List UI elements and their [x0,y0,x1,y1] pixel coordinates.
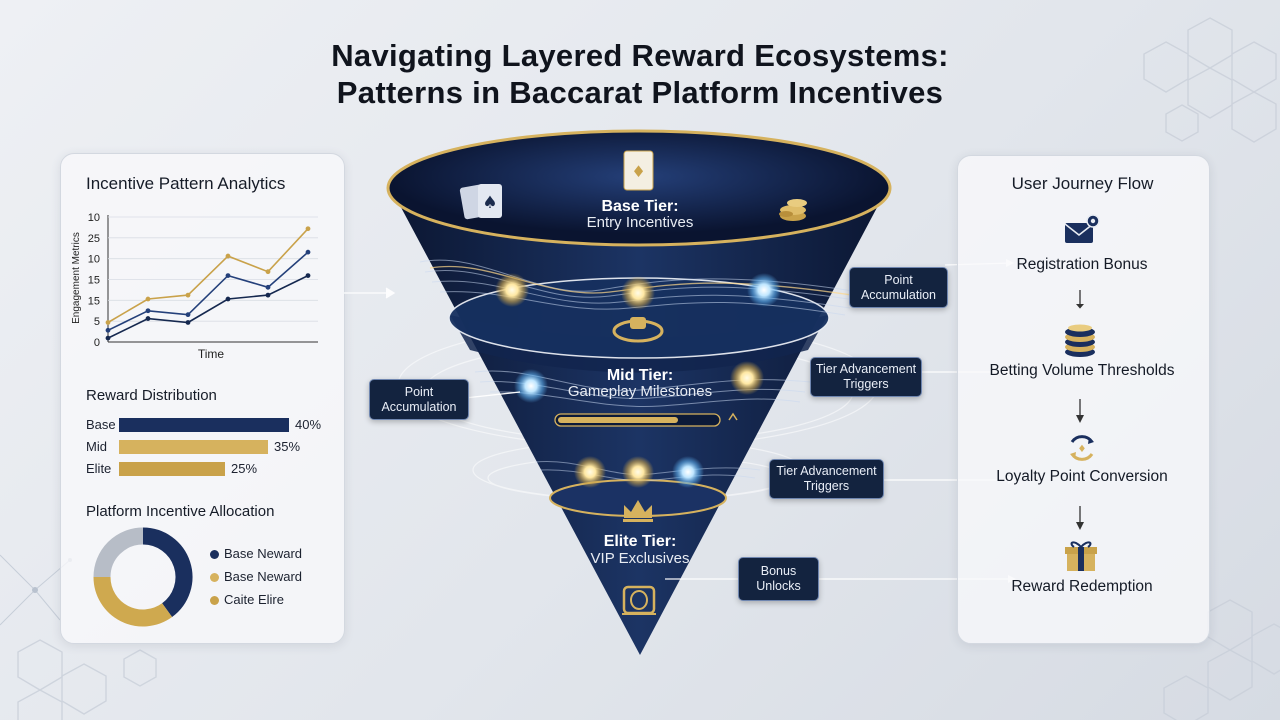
series-point [305,226,311,232]
y-tick-label: 10 [88,212,100,224]
svg-text:♦: ♦ [1078,444,1087,455]
base-tier-sub: Entry Incentives [586,214,694,231]
legend-swatch [210,550,219,559]
crown-icon [623,500,653,522]
mid-tier-name: Mid Tier: [606,367,674,384]
journey-step-1: Registration Bonus [1016,256,1148,273]
journey-step-3: Loyalty Point Conversion [996,468,1168,485]
y-tick-label: 15 [88,275,100,287]
series-point [105,335,111,341]
donut-chart [93,527,193,627]
line-chart: 10 25 10 15 15 5 0 Engagement Metrics Time [71,212,318,361]
gold-coins-icon [779,199,807,221]
bar-base [119,418,289,432]
journey-arrow-3 [1076,506,1084,530]
y-tick-label: 0 [94,337,100,349]
svg-text:♦: ♦ [631,162,645,181]
bar-value: 25% [231,461,258,476]
playing-cards-icon: ♠ [459,184,502,220]
series-point [265,269,271,275]
series-line-0 [107,228,309,324]
donut-title: Platform Incentive Allocation [86,503,275,520]
series-point [305,273,311,278]
glow-nodes [495,273,781,488]
bar-label: Mid [86,439,107,454]
y-tick-label: 10 [88,254,100,266]
series-point [225,253,231,259]
line-chart-xlabel: Time [198,347,225,361]
series-point [145,296,151,302]
legend-label: Base Neward [224,569,303,584]
series-point [145,308,151,314]
bar-label: Base [86,417,116,432]
legend-swatch [210,596,219,605]
bar-mid [119,440,268,454]
legend-swatch [210,573,219,582]
cycle-arrows-icon: ♦ [1070,435,1094,461]
series-point [105,327,111,333]
series-point [105,320,111,325]
page-title-line-2: Patterns in Baccarat Platform Incentives [336,75,944,110]
donut-slice-2 [93,527,144,578]
bar-chart-title: Reward Distribution [86,387,217,404]
point-accumulation-callout-left: Point Accumulation [369,379,469,420]
baccarat-table-icon [612,317,664,343]
coin-stack-icon [1065,324,1095,357]
legend-label: Caite Elire [224,592,284,607]
bar-value: 35% [274,439,301,454]
y-tick-label: 25 [88,233,100,245]
vip-vault-icon [622,585,656,615]
bonus-unlocks-callout: Bonus Unlocks [738,557,819,601]
donut-slice-0 [142,527,193,618]
series-point [185,312,191,318]
donut-slice-1 [93,576,173,627]
journey-arrows [1076,290,1084,309]
series-point [185,292,191,298]
series-line-1 [107,251,309,332]
series-point [185,320,191,325]
journey-step-4: Reward Redemption [1011,578,1153,595]
elite-tier-name: Elite Tier: [603,533,677,550]
bar-elite [119,462,225,476]
journey-arrow-2 [1076,399,1084,423]
gift-icon [1065,541,1097,571]
elite-tier-sub: VIP Exclusives [590,550,690,567]
tier-advancement-callout-2: Tier Advancement Triggers [769,459,884,499]
line-chart-ylabel: Engagement Metrics [71,232,82,324]
journey-title: User Journey Flow [1011,174,1154,193]
tier-advancement-callout-1: Tier Advancement Triggers [810,357,922,397]
series-point [265,284,271,290]
mid-tier-sub: Gameplay Milestones [567,383,713,400]
series-point [305,249,311,255]
base-tier-name: Base Tier: [601,198,679,215]
y-tick-label: 15 [88,295,100,307]
envelope-icon [1064,214,1100,243]
series-point [225,273,231,278]
bar-label: Elite [86,461,112,476]
page-title-line-1: Navigating Layered Reward Ecosystems: [331,38,949,73]
series-point [265,292,271,298]
y-tick-label: 5 [94,316,100,328]
series-line-2 [107,274,309,339]
svg-text:♠: ♠ [482,193,497,213]
legend-label: Base Neward [224,546,303,561]
line-chart-title: Incentive Pattern Analytics [86,174,286,193]
card-icon: ♦ [623,150,654,191]
mid-tier-progress-bar [554,412,738,427]
series-point [145,316,151,321]
series-point [225,296,231,302]
point-accumulation-callout-right: Point Accumulation [849,267,948,308]
bar-value: 40% [295,417,322,432]
journey-step-2: Betting Volume Thresholds [989,362,1175,379]
